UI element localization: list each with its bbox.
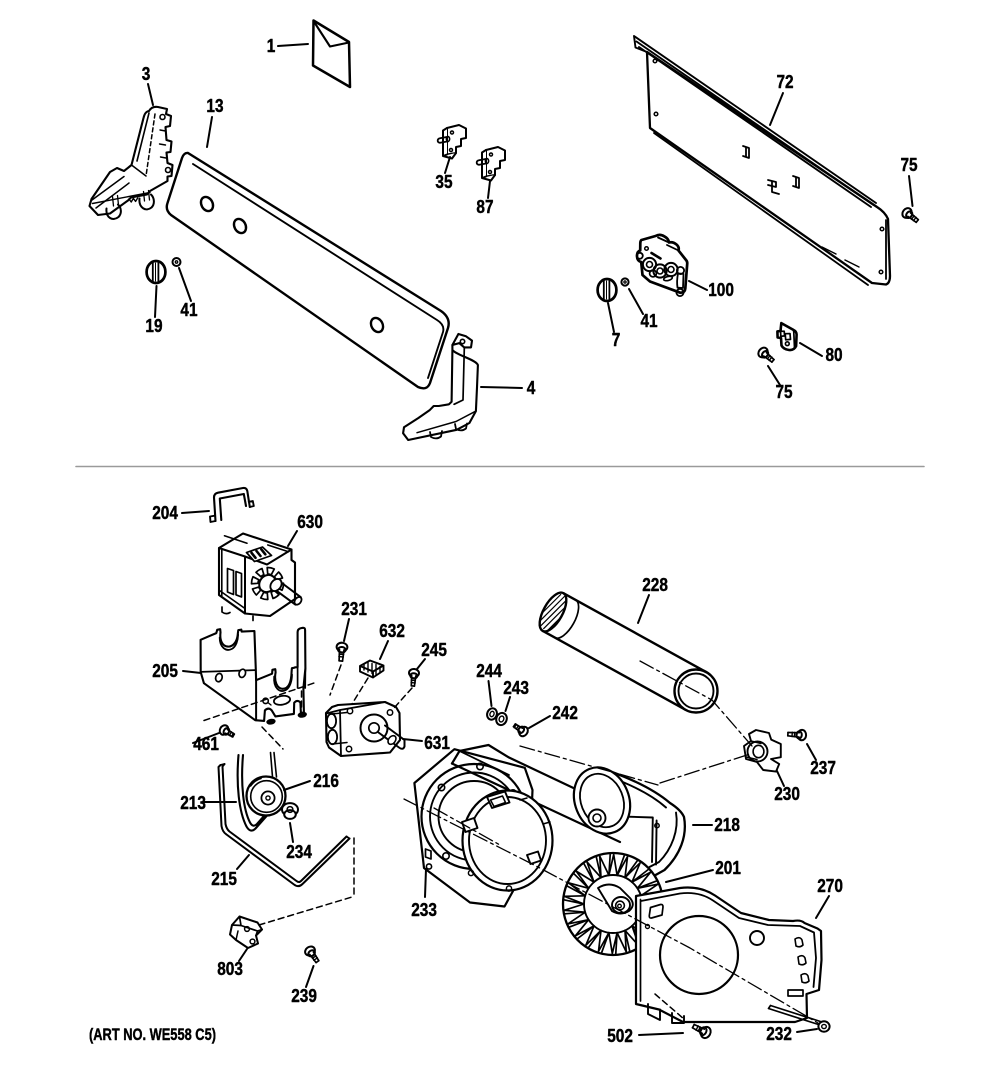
svg-text:242: 242 bbox=[552, 702, 578, 723]
svg-text:237: 237 bbox=[810, 757, 836, 778]
svg-text:7: 7 bbox=[612, 329, 621, 350]
svg-text:205: 205 bbox=[152, 660, 178, 681]
svg-text:231: 231 bbox=[341, 598, 367, 619]
svg-text:72: 72 bbox=[777, 71, 794, 92]
svg-text:243: 243 bbox=[503, 677, 529, 698]
svg-text:1: 1 bbox=[267, 35, 276, 56]
svg-text:13: 13 bbox=[206, 95, 223, 116]
svg-text:35: 35 bbox=[435, 171, 452, 192]
svg-text:218: 218 bbox=[714, 814, 740, 835]
svg-text:215: 215 bbox=[211, 868, 237, 889]
svg-text:239: 239 bbox=[291, 985, 317, 1006]
svg-text:100: 100 bbox=[708, 279, 734, 300]
svg-text:270: 270 bbox=[817, 875, 843, 896]
svg-text:230: 230 bbox=[774, 783, 800, 804]
svg-text:213: 213 bbox=[180, 792, 206, 813]
svg-text:244: 244 bbox=[476, 660, 502, 681]
svg-text:4: 4 bbox=[527, 377, 536, 398]
svg-text:632: 632 bbox=[379, 620, 405, 641]
svg-text:631: 631 bbox=[424, 732, 450, 753]
svg-text:3: 3 bbox=[142, 63, 151, 84]
svg-text:216: 216 bbox=[313, 770, 339, 791]
svg-text:19: 19 bbox=[145, 315, 162, 336]
svg-text:75: 75 bbox=[901, 154, 918, 175]
svg-text:245: 245 bbox=[421, 639, 447, 660]
svg-text:201: 201 bbox=[715, 857, 741, 878]
svg-text:41: 41 bbox=[180, 299, 197, 320]
svg-text:630: 630 bbox=[297, 511, 323, 532]
svg-text:461: 461 bbox=[193, 733, 219, 754]
svg-text:87: 87 bbox=[476, 196, 493, 217]
svg-text:228: 228 bbox=[642, 574, 668, 595]
svg-text:(ART NO. WE558 C5): (ART NO. WE558 C5) bbox=[89, 1025, 216, 1044]
svg-text:204: 204 bbox=[152, 502, 178, 523]
svg-text:502: 502 bbox=[607, 1025, 633, 1046]
svg-text:75: 75 bbox=[776, 381, 793, 402]
svg-text:233: 233 bbox=[411, 899, 437, 920]
svg-text:232: 232 bbox=[766, 1023, 792, 1044]
svg-text:80: 80 bbox=[826, 344, 843, 365]
svg-text:234: 234 bbox=[286, 841, 312, 862]
